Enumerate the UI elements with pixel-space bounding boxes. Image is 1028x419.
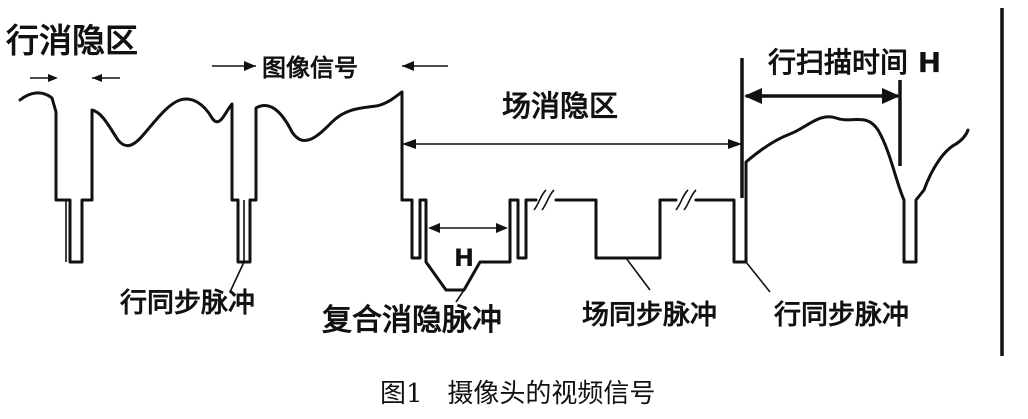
label-composite-blanking: 复合消隐脉冲 (322, 303, 502, 338)
label-image-signal: 图像信号 (262, 54, 358, 82)
waveform (18, 90, 970, 292)
break-mark-2 (675, 189, 697, 211)
label-line-scan-time: 行扫描时间 H (767, 46, 941, 79)
field-blanking-arrow (402, 139, 742, 149)
label-line-blanking: 行消隐区 (5, 21, 138, 60)
image-signal-arrows (212, 61, 448, 71)
label-line-sync-right: 行同步脉冲 (773, 299, 909, 331)
line-scan-time-arrow (744, 88, 900, 104)
label-field-blanking: 场消隐区 (502, 89, 618, 123)
waveform-left-segment (18, 90, 404, 264)
break-mark-1 (533, 189, 555, 211)
leader-lines (229, 257, 771, 303)
label-field-sync: 场同步脉冲 (582, 300, 717, 331)
composite-h-arrow (428, 223, 508, 233)
waveform-field-sync (554, 198, 678, 260)
waveform-right-segment (694, 115, 970, 264)
figure-caption: 图1 摄像头的视频信号 (380, 379, 655, 409)
label-h-mark: H (454, 244, 474, 272)
label-line-sync-left: 行同步脉冲 (119, 287, 255, 319)
line-blanking-width-arrows (30, 74, 120, 82)
